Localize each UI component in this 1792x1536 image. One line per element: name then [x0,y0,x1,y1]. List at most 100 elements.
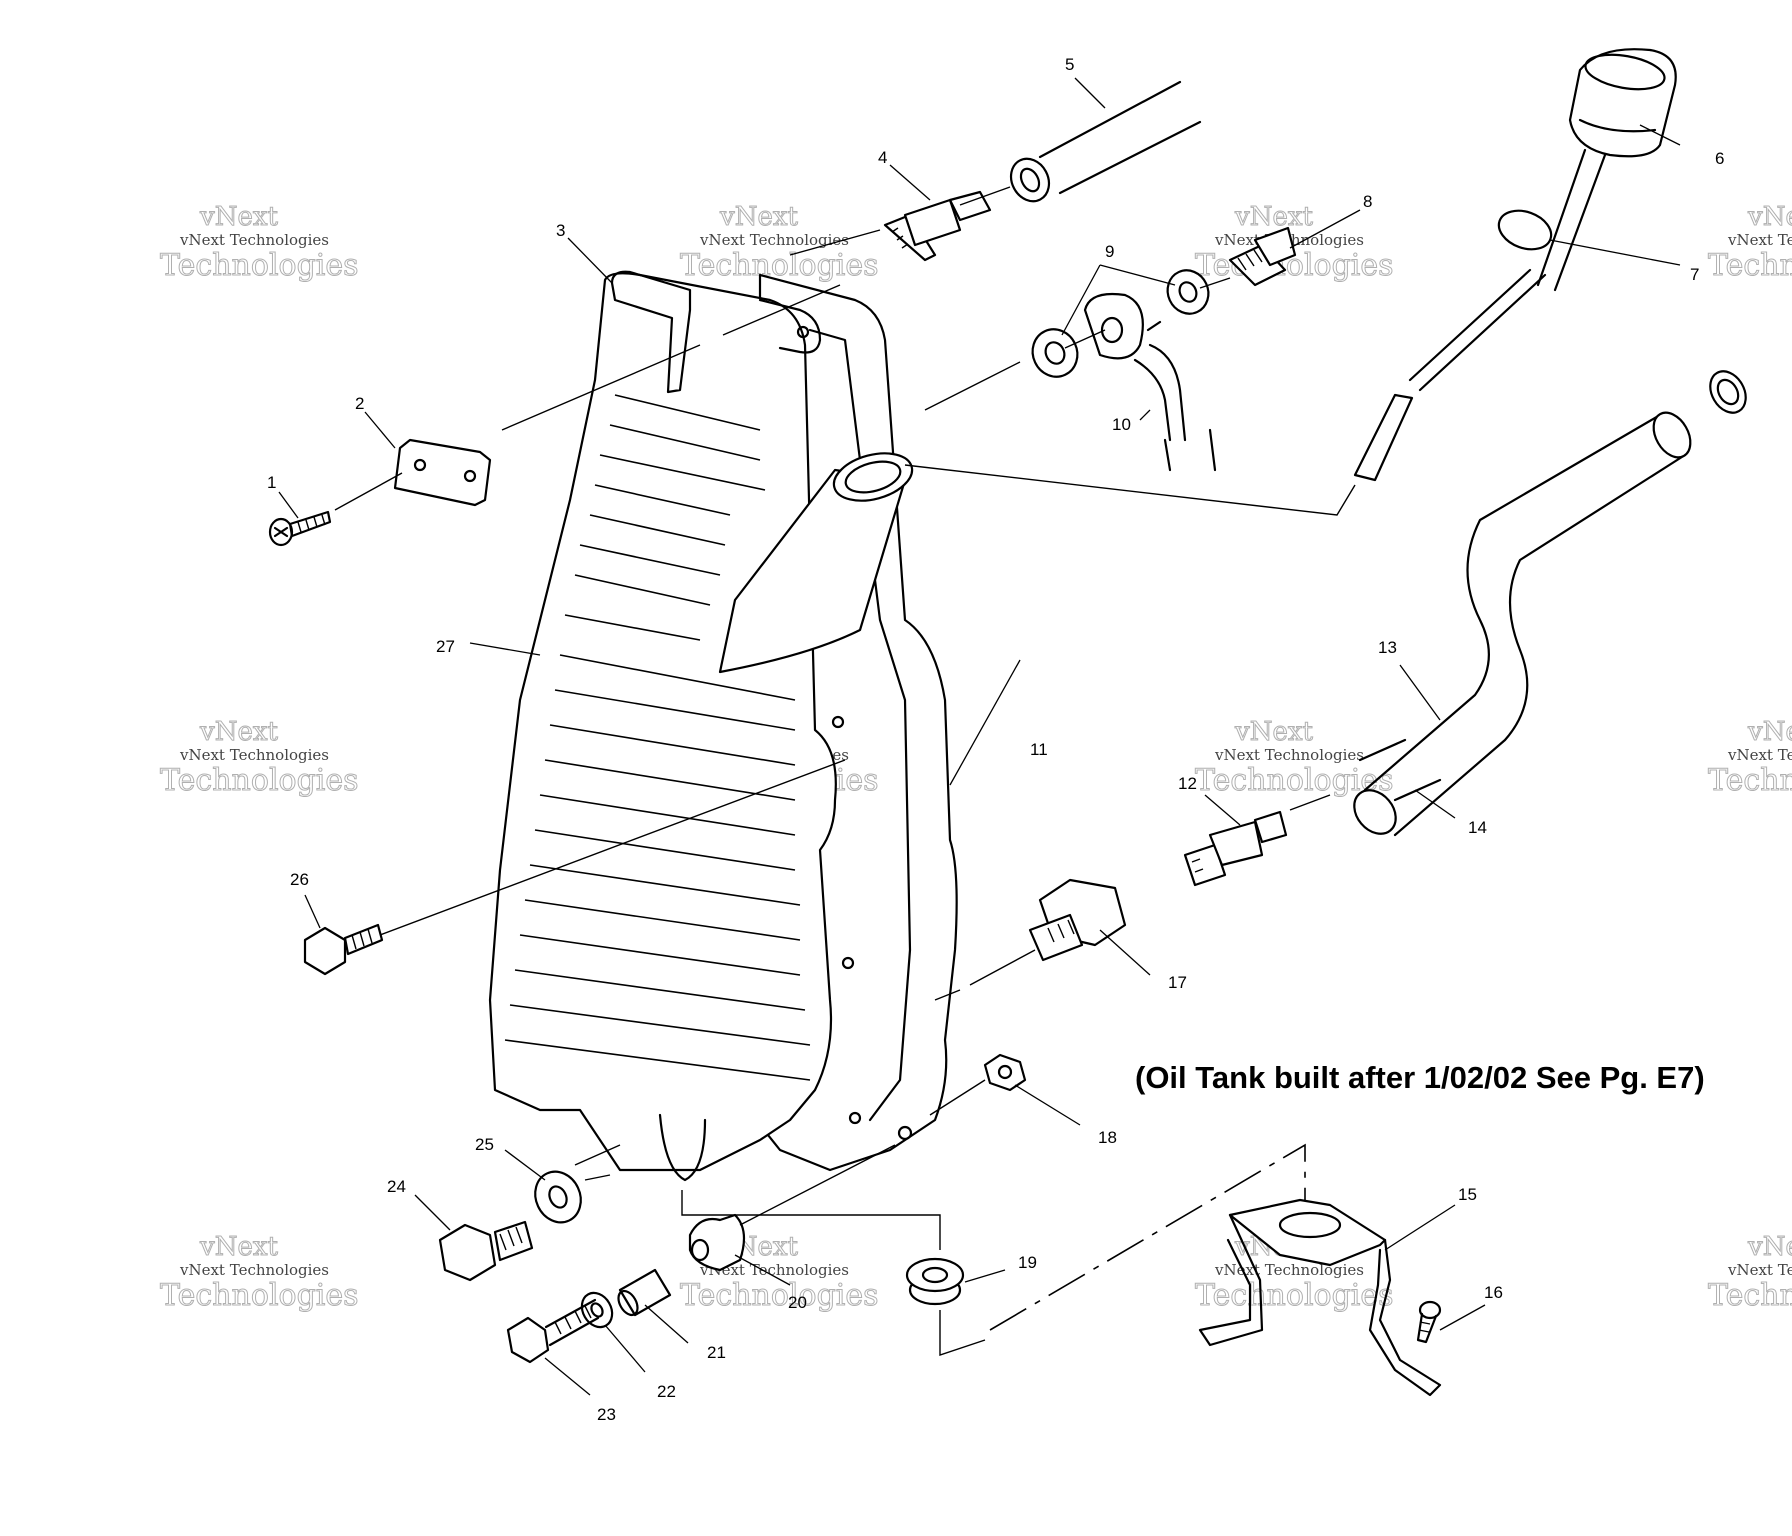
callout-8: 8 [1363,192,1372,211]
watermark-line1: vNext [199,717,278,747]
tank-filler-opening-inner [844,460,902,494]
callout-23: 23 [597,1405,616,1424]
watermark-line2: vNext Technologies [1727,746,1792,764]
oil-tank [488,270,958,1182]
callout-12: 12 [1178,774,1197,793]
callout-14: 14 [1468,818,1487,837]
tank-drain-nipple [658,1113,707,1182]
watermark-line2: vNext Technologies [179,1261,329,1279]
part-26-bolt [303,923,384,976]
watermark-line1: vNext [1747,202,1792,232]
watermark-line2: vNext Technologies [179,231,329,249]
part-2-plate [393,438,492,507]
part-9-washers [1031,269,1210,378]
watermark-line3: Technologies [1195,1278,1394,1313]
part-7-oring [1497,209,1553,251]
tank-body [488,272,837,1172]
watermark-line2: vNext Technologies [1727,1261,1792,1279]
part-6-dipstick-cap [1536,48,1677,292]
watermark-line3: Technologies [160,248,359,283]
watermark-line2: vNext Technologies [179,746,329,764]
tank-mount-hole-low [841,956,855,970]
part-1-screw [268,510,332,547]
watermark: vNext vNext Technologies Technologies [680,1232,880,1314]
oil-tank-revision-note: (Oil Tank built after 1/02/02 See Pg. E7… [1135,1060,1705,1095]
watermark-line1: vNext [719,202,798,232]
part-15-bracket [1198,1198,1442,1397]
part-16-screw [1416,1300,1442,1344]
callout-25: 25 [475,1135,494,1154]
callout-4: 4 [878,148,887,167]
tank-top-bracket [610,270,692,394]
callout-22: 22 [657,1382,676,1401]
watermark: vNext vNext Technologies Technologies [1195,717,1395,799]
callout-16: 16 [1484,1283,1503,1302]
watermark-line3: Technologies [160,1278,359,1313]
watermark-line1: vNext [1234,202,1313,232]
watermark-line1: vNext [199,1232,278,1262]
part-23-bolt [506,1298,600,1364]
part-12-fitting [1183,810,1288,887]
watermark: vNext vNext Technologies Technologies [680,202,880,284]
tank-filler-opening [832,452,914,502]
watermark: vNext vNext Technologies Technologies [160,717,360,799]
watermark: vNext vNext Technologies Technologies [1708,717,1792,799]
watermark-line1: vNext [1234,717,1313,747]
tank-rim [738,273,958,1172]
watermark-line3: Technologies [1708,1278,1792,1313]
callout-17: 17 [1168,973,1187,992]
assembly-lines [334,186,1356,1356]
watermark-line1: vNext [1747,1232,1792,1262]
part-8-fitting [1228,226,1297,287]
watermark-line3: Technologies [680,1278,879,1313]
callout-10: 10 [1112,415,1131,434]
tank-ribs [504,394,811,1081]
dipstick-rod [1353,268,1547,482]
watermark: vNext vNext Technologies Technologies [1708,1232,1792,1314]
watermark: vNext vNext Technologies Technologies [160,202,360,284]
part-19-grommet [905,1257,965,1306]
part-5-hose [1009,80,1202,203]
callout-26: 26 [290,870,309,889]
tank-top-bracket-tab [758,298,822,354]
tank-mount-hole-mid [831,715,845,729]
part-10-banjo-fitting [1083,292,1217,472]
callout-21: 21 [707,1343,726,1362]
callouts: 1 2 3 4 5 6 7 8 9 10 11 12 13 14 15 16 1… [267,55,1724,1424]
leader-lines [278,77,1681,1396]
watermark-line2: vNext Technologies [699,1261,849,1279]
watermark-line3: Technologies [160,763,359,798]
watermark-line2: vNext Technologies [1214,1261,1364,1279]
watermark-line1: vNext [1747,717,1792,747]
part-14-sleeve [1358,738,1442,802]
watermark-line3: Technologies [1708,248,1792,283]
watermark-line2: vNext Technologies [699,231,849,249]
watermark: vNext vNext Technologies Technologies [160,1232,360,1314]
callout-5: 5 [1065,55,1074,74]
callout-15: 15 [1458,1185,1477,1204]
watermark-line2: vNext Technologies [1727,231,1792,249]
hose-end-oring [1709,370,1747,414]
watermark: vNext vNext Technologies Technologies [1195,202,1395,284]
part-20-bushing [688,1213,746,1272]
callout-6: 6 [1715,149,1724,168]
callout-2: 2 [355,394,364,413]
part-18-nut [983,1053,1027,1092]
callout-18: 18 [1098,1128,1117,1147]
watermark-line3: Technologies [680,248,879,283]
watermark-group: vNext vNext Technologies Technologies vN… [160,202,1792,1314]
callout-27: 27 [436,637,455,656]
tank-mount-hole-bottom-1 [848,1111,862,1125]
callout-11: 11 [1030,740,1048,759]
callout-7: 7 [1690,265,1699,284]
callout-9: 9 [1105,242,1114,261]
callout-1: 1 [267,473,276,492]
tank-mount-hole-top [796,325,810,339]
callout-3: 3 [556,221,565,240]
tank-filler-neck [718,468,907,674]
part-25-washer [534,1170,582,1224]
callout-13: 13 [1378,638,1397,657]
part-24-bolt [438,1220,534,1282]
watermark-line1: vNext [199,202,278,232]
